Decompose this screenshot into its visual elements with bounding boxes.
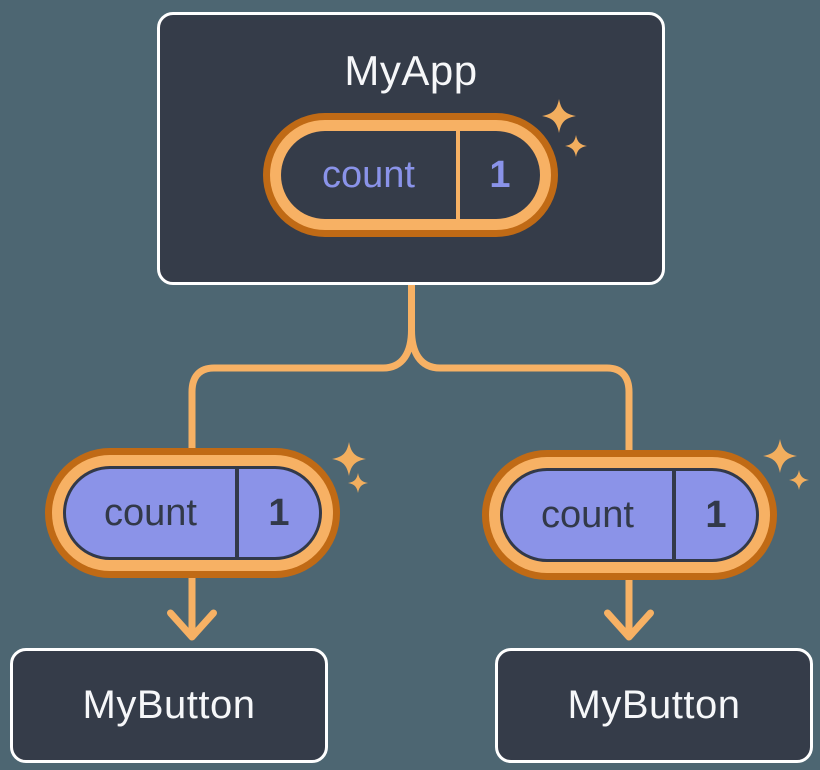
sparkle-icon — [348, 473, 368, 493]
sparkle-icon — [332, 442, 366, 476]
badge-divider — [672, 471, 676, 559]
state-value: 1 — [489, 153, 511, 196]
prop-name: count — [104, 491, 197, 534]
prop-badge-right: count 1 — [482, 450, 777, 580]
prop-badge-body: count 1 — [500, 468, 759, 562]
state-name: count — [322, 153, 415, 196]
arrow-down-icon — [167, 609, 217, 641]
sparkle-icon — [565, 135, 587, 157]
state-badge-ring: count 1 — [270, 120, 551, 230]
arrow-down-icon — [604, 609, 654, 641]
prop-badge-left: count 1 — [45, 448, 340, 578]
node-title: MyApp — [344, 47, 478, 94]
node-title: MyButton — [82, 683, 256, 727]
connector-right-branch — [408, 278, 633, 634]
state-badge-root: count 1 — [263, 113, 558, 237]
component-node-mybutton-right: MyButton — [495, 648, 813, 763]
prop-value: 1 — [268, 491, 290, 534]
sparkle-icon — [789, 470, 809, 490]
prop-name: count — [541, 493, 634, 536]
state-badge-body: count 1 — [281, 131, 540, 219]
component-node-mybutton-left: MyButton — [10, 648, 328, 763]
badge-divider — [235, 469, 239, 557]
prop-badge-body: count 1 — [63, 466, 322, 560]
prop-value: 1 — [705, 493, 727, 536]
prop-badge-ring: count 1 — [489, 457, 770, 573]
prop-badge-ring: count 1 — [52, 455, 333, 571]
node-title: MyButton — [567, 683, 741, 727]
badge-divider — [456, 131, 460, 219]
sparkle-icon — [763, 439, 797, 473]
sparkle-icon — [542, 99, 576, 133]
